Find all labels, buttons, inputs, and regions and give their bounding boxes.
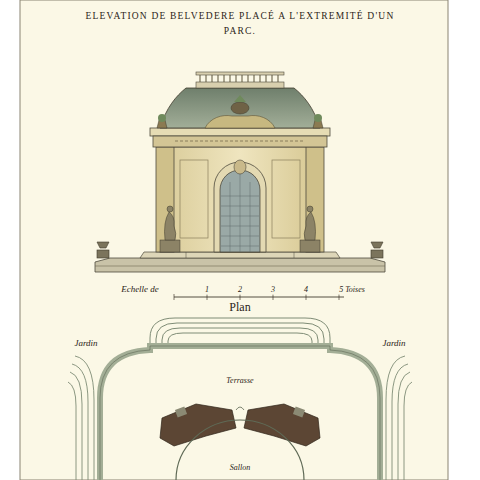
garden-label: Jardin (73, 339, 98, 349)
terrace-label: Terrasse (225, 377, 254, 386)
scale-unit: 5 Toises (338, 286, 366, 295)
scale-number: 3 (270, 286, 276, 295)
garden-label: Jardin (381, 339, 406, 349)
scale-number: 1 (204, 286, 210, 295)
plate-title: ELEVATION DE BELVEDERE PLACÉ A L'EXTREMI… (75, 9, 405, 38)
room-label: Sallon (229, 464, 251, 473)
scale-number: 4 (303, 286, 309, 295)
scale-number: 2 (237, 286, 243, 295)
scale-caption: Echelle de (120, 285, 160, 295)
plan-heading: Plan (228, 301, 251, 314)
